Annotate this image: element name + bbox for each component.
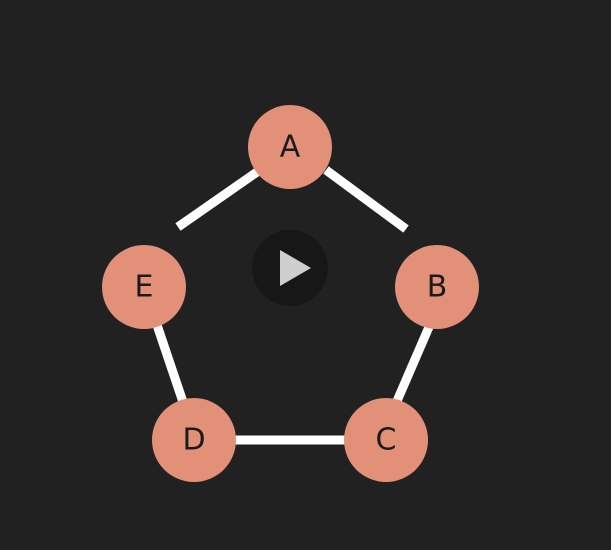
node-e[interactable]: E [102, 245, 186, 329]
edge-b-c [392, 325, 434, 403]
node-a-circle [248, 105, 332, 189]
nodes-layer: A B C D E [102, 105, 479, 482]
edge-a-b [323, 166, 409, 233]
node-b[interactable]: B [395, 245, 479, 329]
node-a-label: A [280, 130, 301, 165]
edge-e-a [175, 168, 260, 231]
play-icon [280, 250, 311, 286]
node-b-circle [395, 245, 479, 329]
edge-d-e [152, 323, 188, 404]
node-d-label: D [182, 423, 205, 458]
node-d-circle [152, 398, 236, 482]
node-c-circle [344, 398, 428, 482]
edges-layer [152, 166, 434, 445]
node-c[interactable]: C [344, 398, 428, 482]
node-c-label: C [376, 423, 397, 458]
node-e-label: E [135, 270, 154, 305]
play-button[interactable] [252, 230, 328, 306]
node-a[interactable]: A [248, 105, 332, 189]
node-e-circle [102, 245, 186, 329]
node-d[interactable]: D [152, 398, 236, 482]
node-b-label: B [427, 270, 448, 305]
